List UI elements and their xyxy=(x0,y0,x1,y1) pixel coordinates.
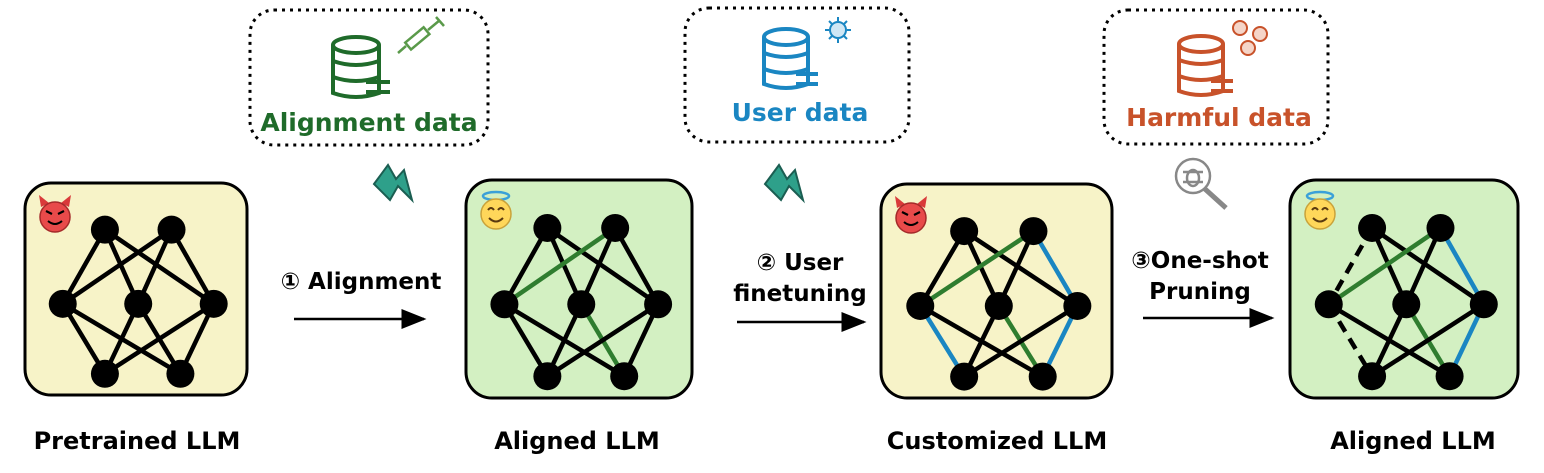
network-edge xyxy=(1370,302,1486,379)
model-label-aligned: Aligned LLM xyxy=(494,427,660,455)
network-node xyxy=(90,359,119,388)
network-edge xyxy=(1438,226,1486,306)
devil-face-icon xyxy=(39,195,71,233)
virus-cluster-icon xyxy=(1232,20,1268,56)
database-icon xyxy=(762,27,818,90)
model-label-pretrained: Pretrained LLM xyxy=(34,427,241,455)
network-node xyxy=(984,291,1013,320)
network-edge xyxy=(1326,226,1375,306)
lightning-icon xyxy=(763,163,805,204)
data-box-label: User data xyxy=(732,98,869,127)
step-label-alignment: ① Alignment xyxy=(281,269,442,295)
step-label-user-finetuning: ② User xyxy=(757,250,844,276)
network-node xyxy=(124,289,153,318)
network-node xyxy=(533,213,562,242)
network-node xyxy=(601,213,630,242)
network-node xyxy=(490,290,519,319)
network-node xyxy=(199,289,228,318)
syringe-icon xyxy=(397,16,445,54)
network-edge xyxy=(962,229,1079,308)
network-node xyxy=(950,362,979,391)
devil-face-icon xyxy=(895,196,927,234)
network-node xyxy=(906,291,935,320)
network-node xyxy=(533,362,562,391)
network-edge xyxy=(918,229,967,308)
network-node xyxy=(1019,217,1048,246)
network-edge xyxy=(919,229,1035,308)
database-icon xyxy=(331,35,390,99)
model-box xyxy=(23,181,249,397)
network-node xyxy=(1063,291,1092,320)
model-label-customized: Customized LLM xyxy=(887,427,1107,455)
data-box-label: Harmful data xyxy=(1126,103,1312,132)
network-edge xyxy=(103,301,215,376)
network-node xyxy=(1028,362,1057,391)
network-edge xyxy=(103,227,215,306)
data-box-label: Alignment data xyxy=(260,108,477,137)
angel-face-icon xyxy=(480,190,512,230)
network-node xyxy=(1314,290,1343,319)
network-edge xyxy=(502,226,550,306)
model-box xyxy=(879,182,1114,400)
network-node xyxy=(1358,362,1387,391)
network-edge xyxy=(169,228,216,305)
angel-face-icon xyxy=(1304,190,1336,230)
network-node xyxy=(166,359,195,388)
step-label-user-finetuning-2: finetuning xyxy=(733,281,867,307)
network-edge xyxy=(503,226,617,307)
network-node xyxy=(1358,213,1387,242)
model-label-aligned-pruned: Aligned LLM xyxy=(1330,427,1496,455)
network-node xyxy=(610,362,639,391)
data-box-user: User data xyxy=(683,6,911,144)
model-boxes xyxy=(23,178,1520,400)
network-edge xyxy=(962,304,1079,379)
virus-icon xyxy=(825,17,851,43)
network-node xyxy=(157,215,186,244)
model-box xyxy=(1288,178,1520,400)
step-label-pruning: ③One-shot xyxy=(1131,248,1268,274)
lightning-icon xyxy=(372,163,414,204)
network-node xyxy=(567,290,596,319)
network-edge xyxy=(61,227,173,306)
network-edge xyxy=(1327,226,1442,307)
network-node xyxy=(1426,213,1455,242)
data-box-harmful: Harmful data xyxy=(1102,8,1330,146)
network-edge xyxy=(546,226,660,307)
data-box-alignment: Alignment data xyxy=(248,8,490,147)
network-edge xyxy=(1031,229,1080,308)
network-node xyxy=(1435,362,1464,391)
database-icon xyxy=(1177,34,1233,97)
network-node xyxy=(1469,290,1498,319)
network-node xyxy=(1392,290,1421,319)
network-node xyxy=(950,217,979,246)
network-edge xyxy=(60,228,107,305)
network-node xyxy=(644,290,673,319)
step-label-pruning-2: Pruning xyxy=(1149,279,1251,305)
network-edge xyxy=(1370,226,1486,307)
network-node xyxy=(90,215,119,244)
network-node xyxy=(48,289,77,318)
network-edge xyxy=(546,302,660,379)
bug-magnifier-icon xyxy=(1174,157,1228,210)
model-box xyxy=(464,178,694,400)
network-edge xyxy=(613,226,661,306)
